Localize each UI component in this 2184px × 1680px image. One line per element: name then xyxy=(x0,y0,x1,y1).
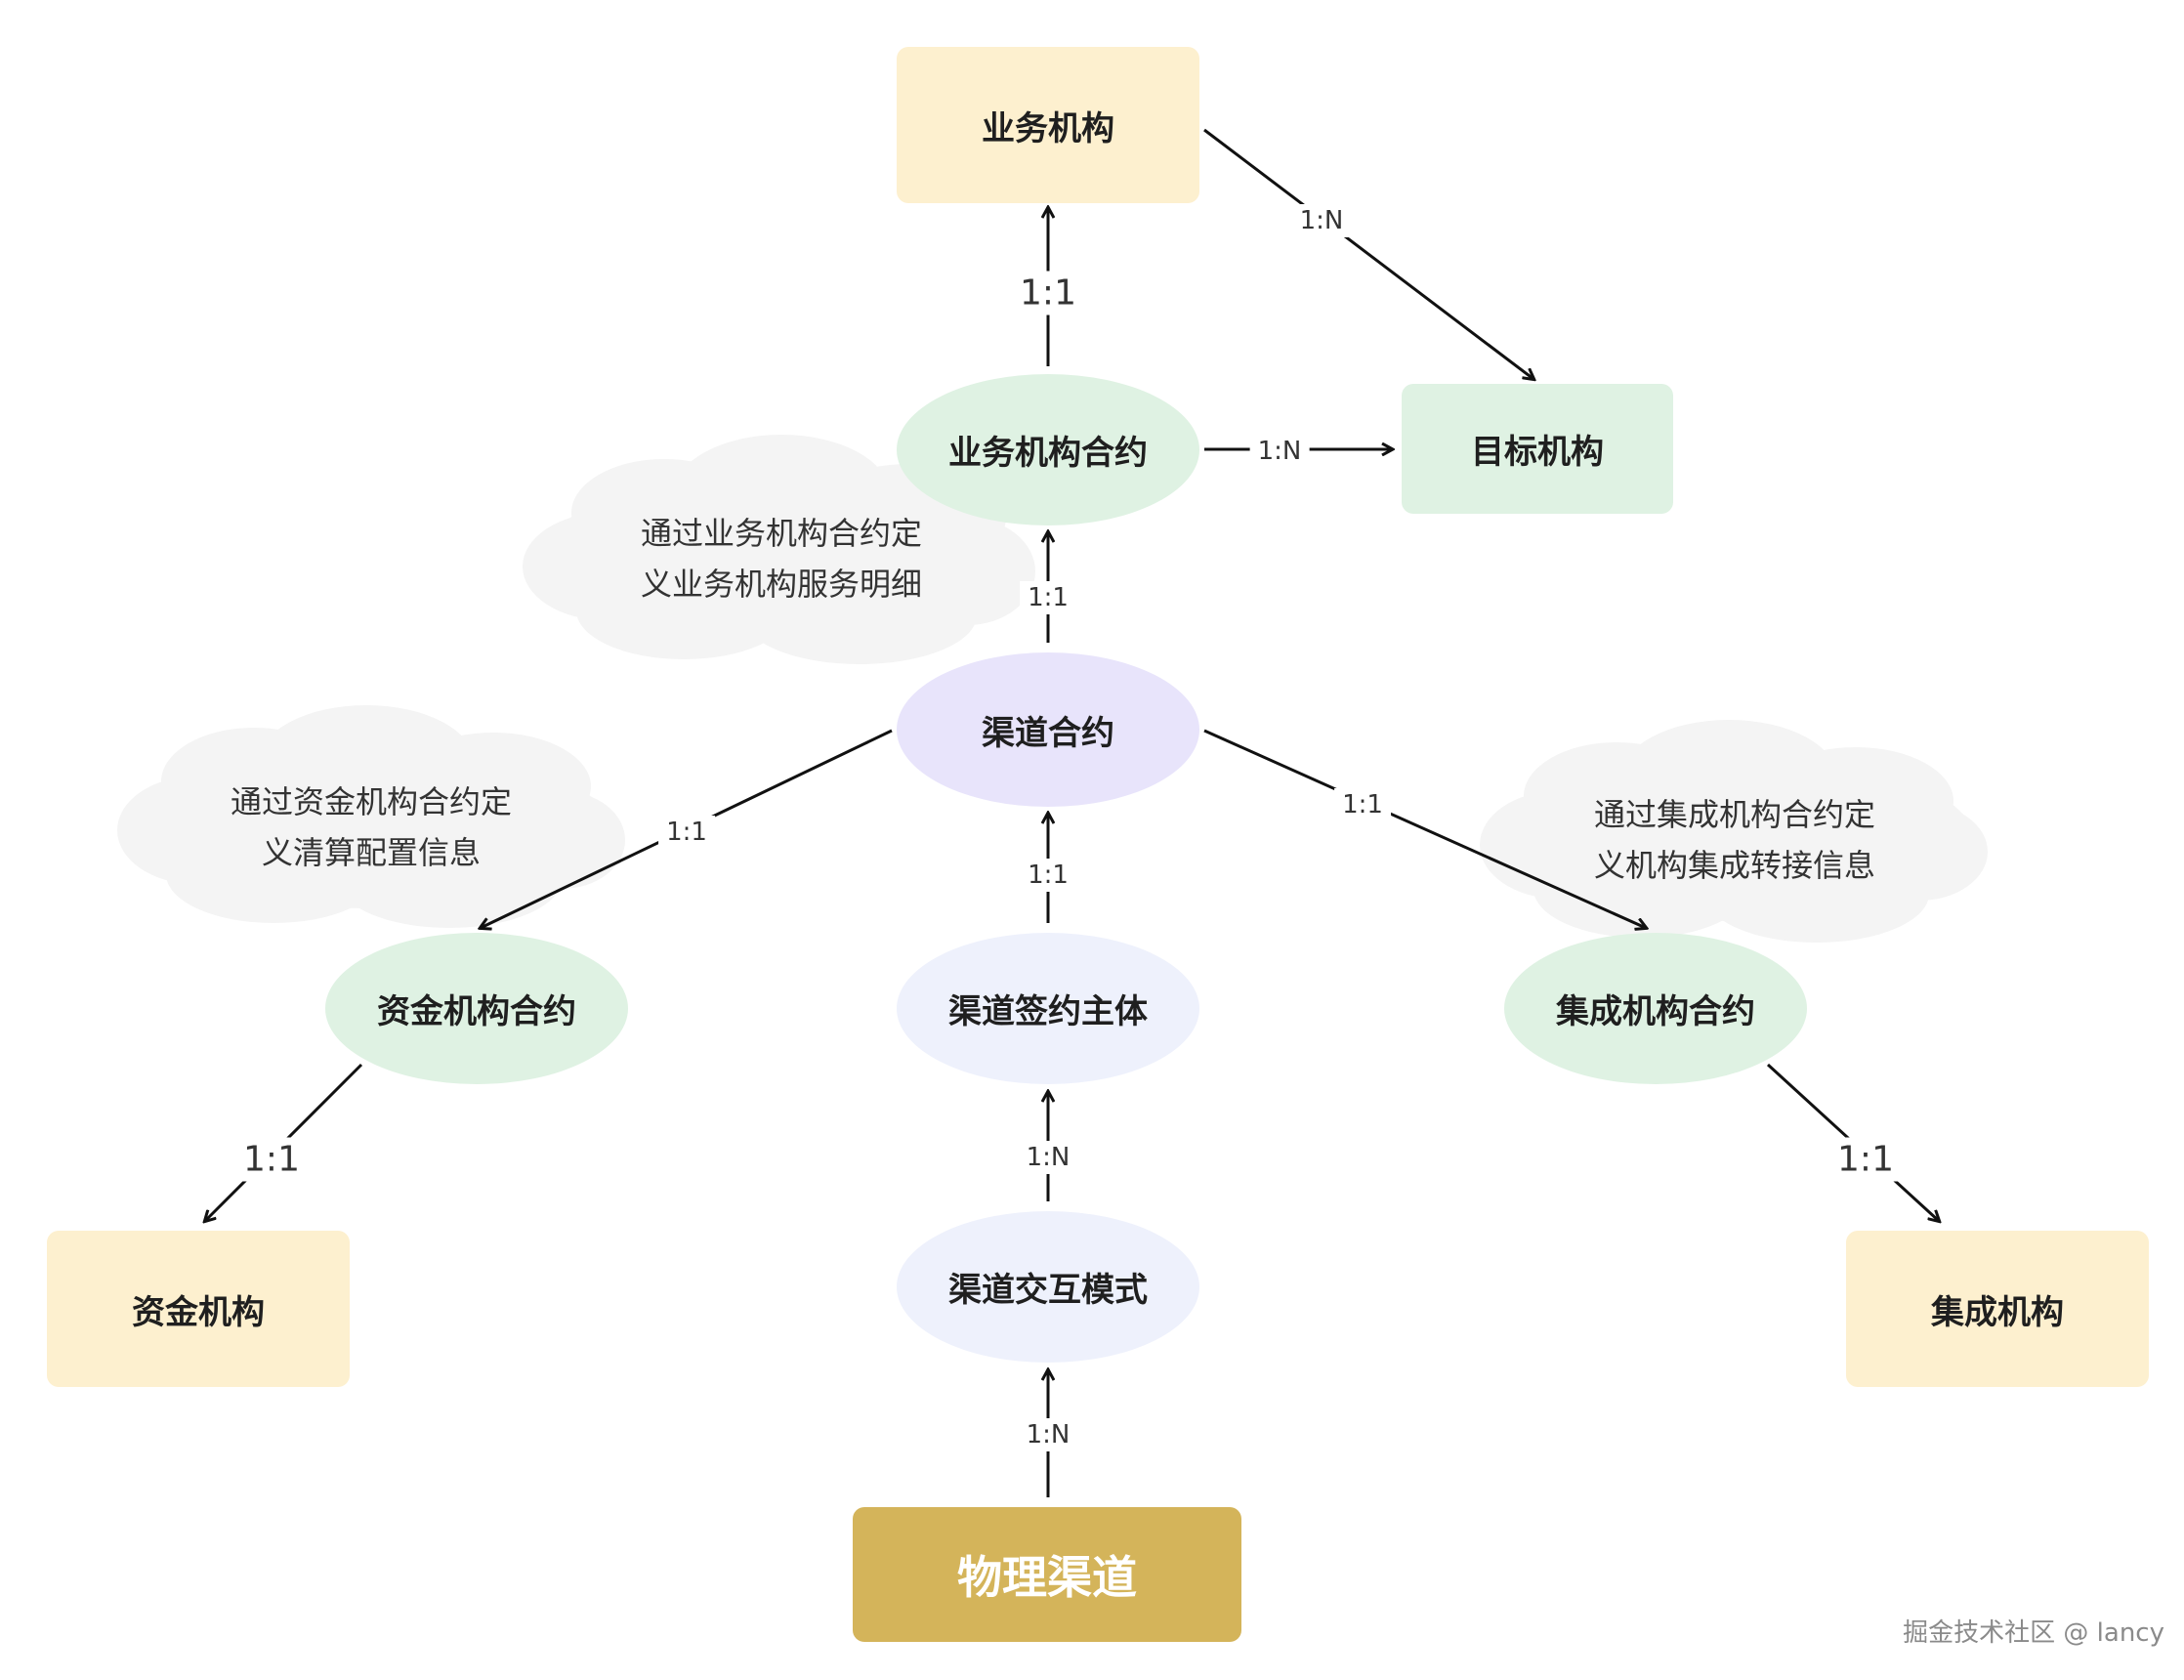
integ-org-node[interactable]: 集成机构 xyxy=(1846,1231,2149,1387)
edge-label-physical-to-mode: 1:N xyxy=(1018,1418,1078,1451)
interaction-mode-node[interactable]: 渠道交互模式 xyxy=(897,1211,1199,1363)
integ-contract-node[interactable]: 集成机构合约 xyxy=(1504,933,1807,1084)
edge-label-fund-contract-to-fund-org: 1:1 xyxy=(235,1137,308,1182)
target-org-label: 目标机构 xyxy=(1471,433,1604,472)
biz-org-node[interactable]: 业务机构 xyxy=(897,47,1199,203)
integ-org-label: 集成机构 xyxy=(1931,1292,2064,1332)
edge-label-subject-to-channel: 1:1 xyxy=(1020,859,1076,892)
biz-contract-label: 业务机构合约 xyxy=(948,434,1148,473)
biz-contract-node[interactable]: 业务机构合约 xyxy=(897,374,1199,525)
sign-subject-label: 渠道签约主体 xyxy=(948,992,1148,1031)
edge-label-channel-to-integ-contract: 1:1 xyxy=(1334,788,1391,821)
physical-channel-label: 物理渠道 xyxy=(957,1551,1137,1604)
sign-subject-node[interactable]: 渠道签约主体 xyxy=(897,933,1199,1084)
channel-contract-node[interactable]: 渠道合约 xyxy=(897,652,1199,807)
cloud-note-fund: 通过资金机构合约定 义清算配置信息 xyxy=(230,783,512,871)
edge-label-biz-contract-to-target-org: 1:N xyxy=(1249,435,1310,468)
biz-org-label: 业务机构 xyxy=(982,108,1114,148)
cloud-shape-integ xyxy=(1480,720,1988,943)
edge-label-biz-org-to-target-org: 1:N xyxy=(1291,204,1352,237)
cloud-note-integ: 通过集成机构合约定 义机构集成转接信息 xyxy=(1593,796,1875,884)
edge-channel-to-integ-contract xyxy=(1203,729,1646,928)
fund-org-label: 资金机构 xyxy=(132,1292,265,1332)
edge-label-integ-contract-to-integ-org: 1:1 xyxy=(1829,1137,1902,1182)
cloud-shape-fund xyxy=(117,705,625,928)
cloud-shape-biz xyxy=(523,435,1035,664)
fund-contract-label: 资金机构合约 xyxy=(377,992,576,1031)
cloud-note-biz: 通过业务机构合约定 义业务机构服务明细 xyxy=(640,515,922,603)
edge-biz-org-to-target-org xyxy=(1203,128,1533,379)
channel-contract-label: 渠道合约 xyxy=(982,713,1114,753)
edge-label-mode-to-subject: 1:N xyxy=(1018,1141,1078,1174)
fund-contract-node[interactable]: 资金机构合约 xyxy=(325,933,628,1084)
edge-label-channel-to-biz-contract: 1:1 xyxy=(1020,581,1076,614)
target-org-node[interactable]: 目标机构 xyxy=(1402,384,1673,514)
edge-label-biz-contract-to-biz-org: 1:1 xyxy=(1012,271,1084,315)
edge-label-channel-to-fund-contract: 1:1 xyxy=(658,816,715,849)
interaction-mode-label: 渠道交互模式 xyxy=(948,1271,1148,1310)
physical-channel-node[interactable]: 物理渠道 xyxy=(853,1507,1241,1642)
watermark: 掘金技术社区 @ lancy xyxy=(1903,1618,2164,1648)
fund-org-node[interactable]: 资金机构 xyxy=(47,1231,350,1387)
integ-contract-label: 集成机构合约 xyxy=(1556,992,1755,1031)
